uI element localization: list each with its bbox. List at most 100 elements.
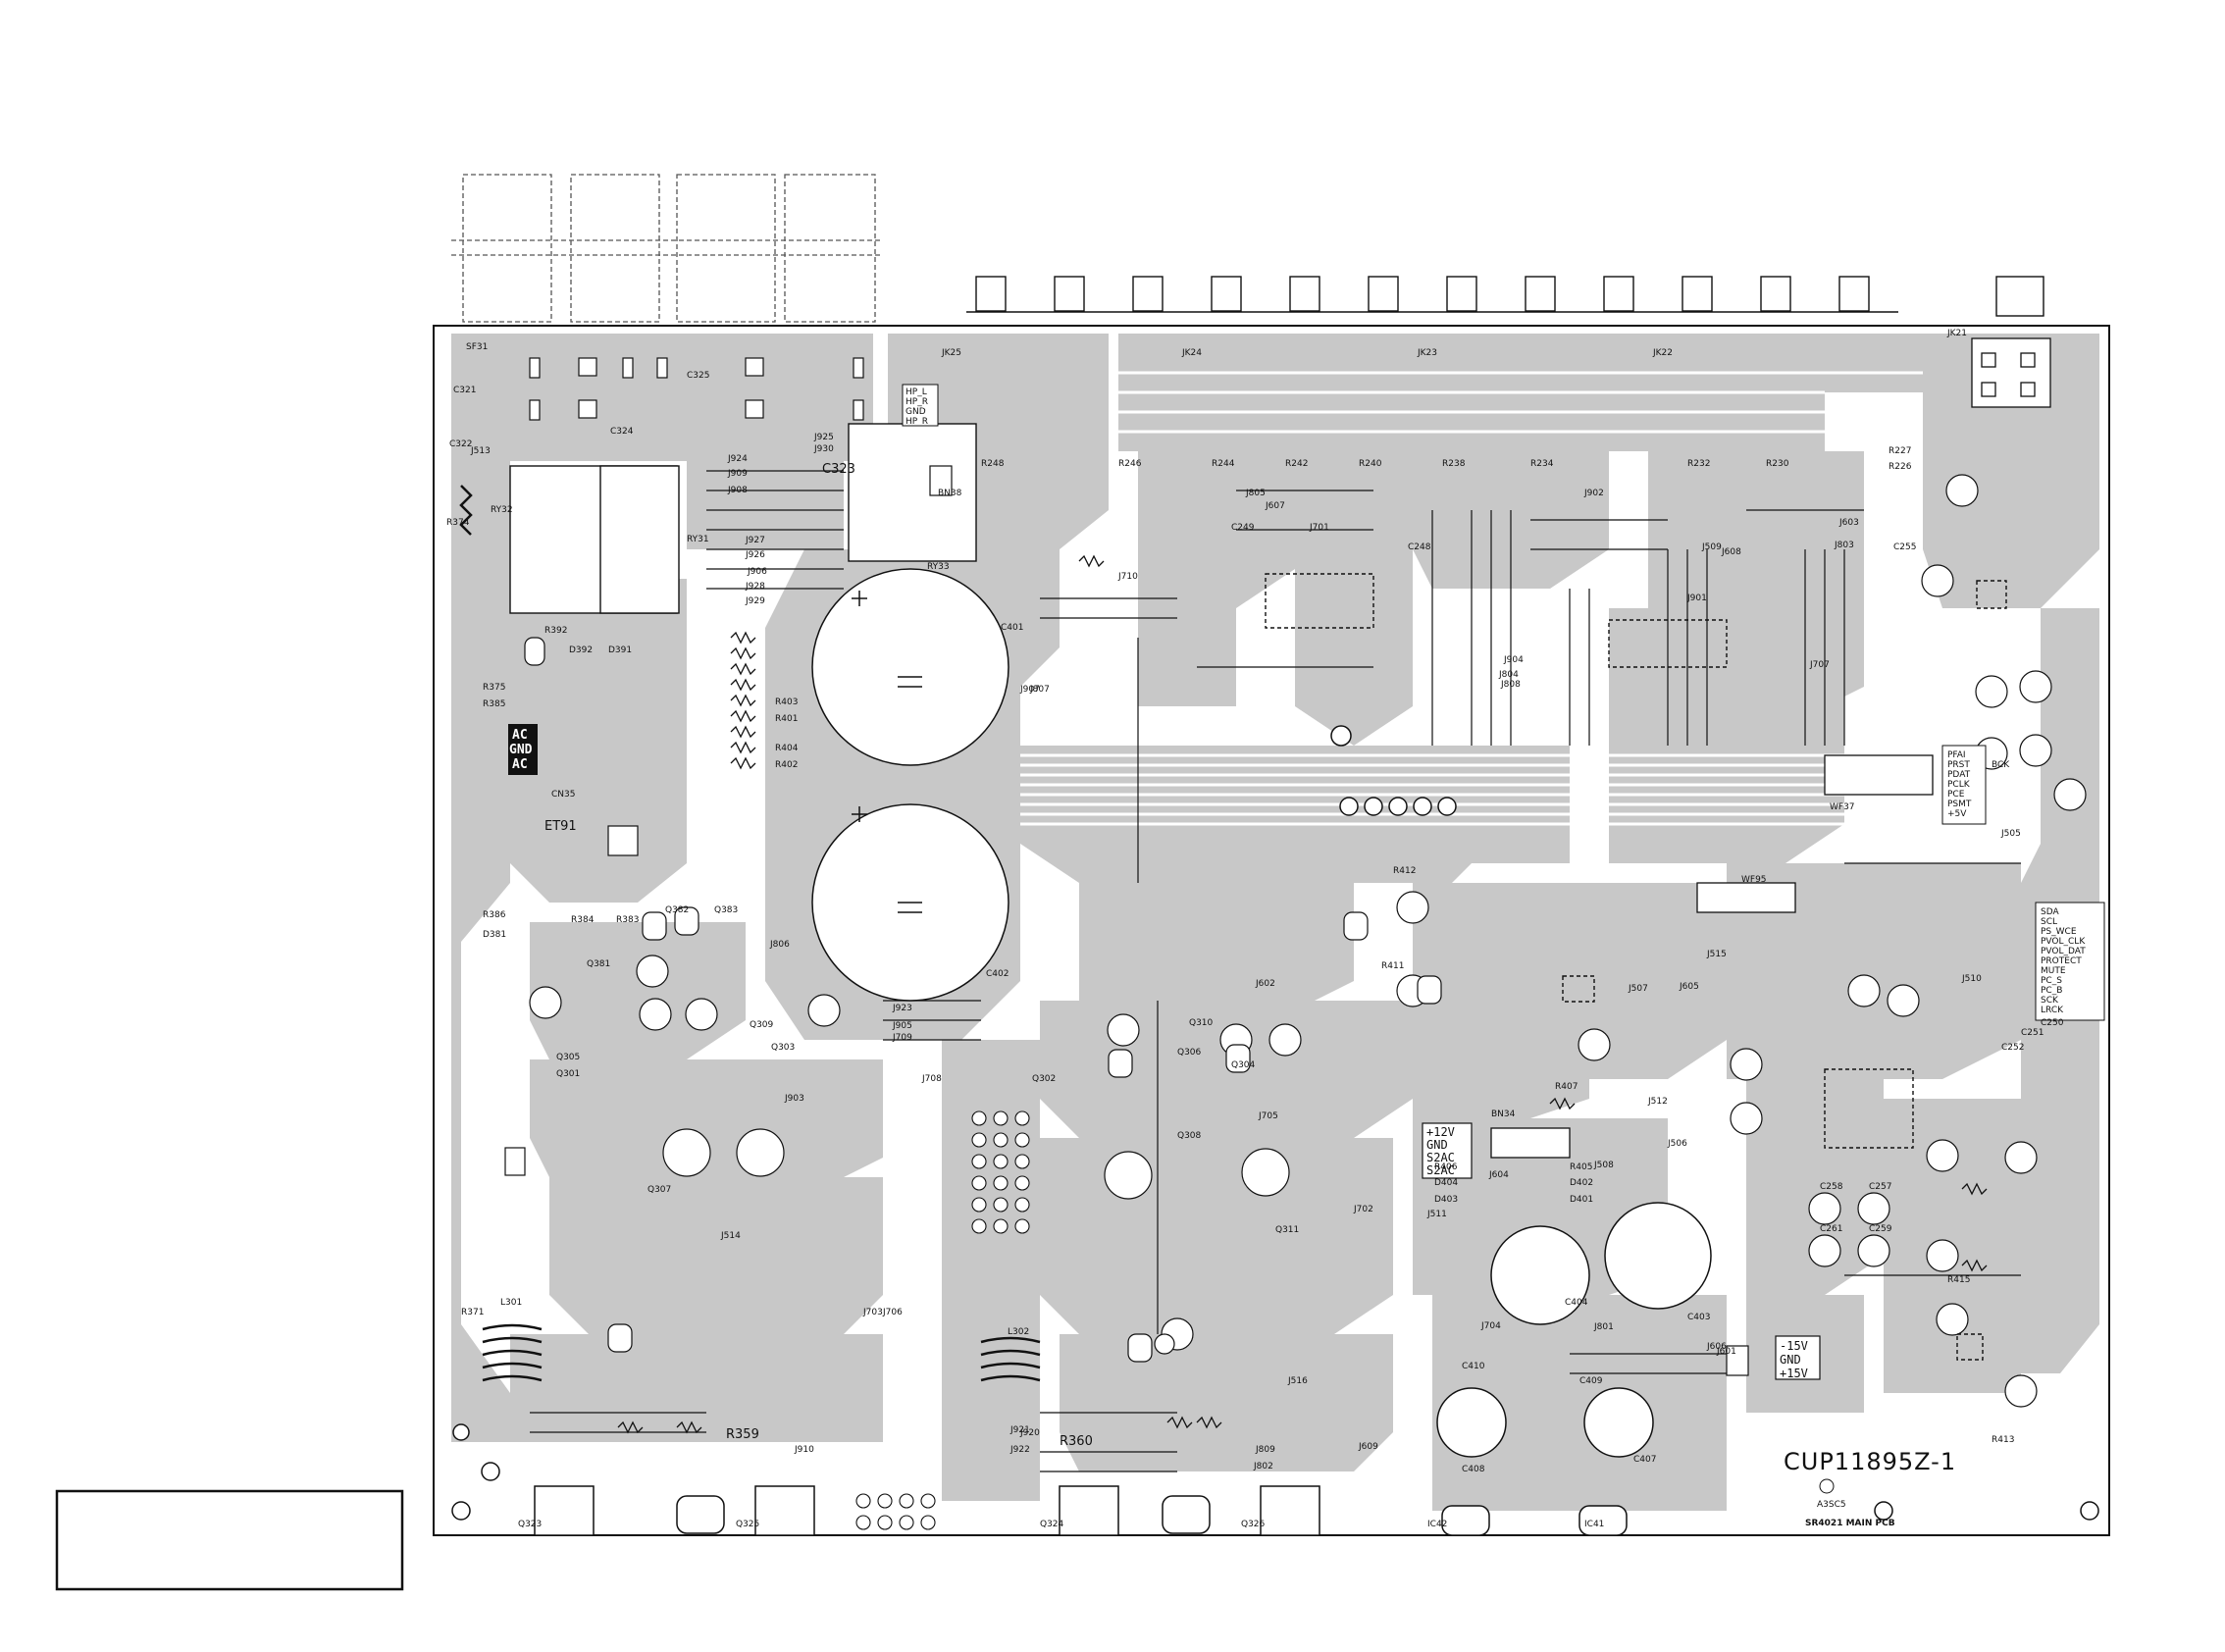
et91-label: ET91 — [544, 819, 577, 834]
j806-label: J806 — [769, 940, 790, 950]
q383-label: Q383 — [714, 905, 738, 915]
c407-label: C407 — [1633, 1455, 1656, 1465]
ry32-label: RY32 — [491, 505, 513, 515]
headphone-block: HP_L HP_R GND HP_R — [902, 384, 939, 427]
c323-label: C323 — [822, 462, 855, 477]
j602-label: J602 — [1255, 979, 1275, 989]
r234-label: R234 — [1530, 459, 1554, 469]
j927-label: J927 — [745, 536, 765, 545]
c409-label: C409 — [1579, 1376, 1603, 1386]
board-part-number: CUP11895Z-1 — [1784, 1448, 1956, 1475]
j902-label: J902 — [1583, 489, 1604, 498]
bn38-label: BN38 — [938, 489, 962, 498]
j605-label: J605 — [1679, 982, 1699, 992]
c261-label: C261 — [1820, 1224, 1842, 1234]
j512-label: J512 — [1647, 1097, 1668, 1107]
wf95-label: WF95 — [1741, 875, 1767, 885]
ic41-label: IC41 — [1584, 1520, 1604, 1529]
bus-pvol-dat: PVOL_DAT — [2041, 947, 2086, 956]
j603-label: J603 — [1838, 518, 1859, 528]
d401-label: D401 — [1570, 1195, 1593, 1205]
j607-label: J607 — [1265, 501, 1285, 511]
r371-label: R371 — [461, 1308, 484, 1317]
dc-gnd-label: GND — [1426, 1138, 1448, 1152]
c321-label: C321 — [453, 386, 476, 395]
ic42-label: IC42 — [1427, 1520, 1447, 1529]
l301-label: L301 — [500, 1298, 522, 1308]
q301-label: Q301 — [556, 1069, 580, 1079]
q303-label: Q303 — [771, 1043, 795, 1053]
c248-label: C248 — [1408, 542, 1431, 552]
j803-label: J803 — [1834, 541, 1854, 550]
recycle-mark-icon — [1819, 1478, 1835, 1494]
j604-label: J604 — [1488, 1170, 1509, 1180]
j702-label: J702 — [1353, 1205, 1373, 1214]
hp-l-label: HP_L — [906, 387, 927, 397]
hp-r-label: HP_R — [906, 397, 928, 407]
ry33-label: RY33 — [927, 562, 950, 572]
r246-label: R246 — [1118, 459, 1142, 469]
r405-label: R405 — [1570, 1162, 1592, 1172]
c251-label: C251 — [2021, 1028, 2044, 1038]
q311-label: Q311 — [1275, 1225, 1299, 1235]
j930-label: J930 — [813, 444, 834, 454]
q310-label: Q310 — [1189, 1018, 1214, 1028]
j922-label: J922 — [1009, 1445, 1030, 1455]
bus-pvol-clk: PVOL_CLK — [2041, 937, 2086, 947]
c404-label: C404 — [1565, 1298, 1588, 1308]
small-capacitors — [529, 474, 2087, 1408]
bus-sda: SDA — [2041, 907, 2059, 917]
board-code: A3SC5 — [1817, 1500, 1846, 1510]
c322-label: C322 — [449, 439, 472, 449]
bus-mute: MUTE — [2041, 966, 2066, 976]
jk22-label: JK22 — [1652, 348, 1673, 358]
j801-label: J801 — [1593, 1322, 1614, 1332]
q381-label: Q381 — [587, 959, 610, 969]
external-jack-housings — [451, 174, 883, 323]
r407-label: R407 — [1555, 1082, 1578, 1092]
power-out-block: -15V GND +15V — [1775, 1335, 1821, 1380]
ac-label-2: AC — [512, 757, 528, 772]
d403-label: D403 — [1434, 1195, 1458, 1205]
ac-input-block: AC GND AC — [508, 724, 538, 775]
q302-label: Q302 — [1032, 1074, 1056, 1084]
j507-label: J507 — [1628, 984, 1648, 994]
d391-label: D391 — [608, 645, 632, 655]
r383-label: R383 — [616, 915, 639, 925]
bus-protect: PROTECT — [2041, 956, 2082, 966]
hp-r2-label: HP_R — [906, 417, 928, 427]
j608-label: J608 — [1721, 547, 1741, 557]
r242-label: R242 — [1285, 459, 1308, 469]
transistors — [524, 637, 1442, 1363]
j515-label: J515 — [1706, 950, 1727, 959]
top-right-connector — [1971, 337, 2051, 408]
rca-jack-row — [966, 276, 2044, 317]
j509-label: J509 — [1701, 542, 1722, 552]
r411-label: R411 — [1381, 961, 1404, 971]
pad-grid — [855, 1110, 1030, 1530]
j926-label: J926 — [745, 550, 765, 560]
j906-label: J906 — [747, 567, 767, 577]
j905-label: J905 — [892, 1021, 912, 1031]
bus-5v: +5V — [1947, 809, 1967, 819]
c402-label: C402 — [986, 969, 1009, 979]
output-transistors — [534, 1485, 1628, 1536]
j909-label: J909 — [727, 469, 748, 479]
c403-label: C403 — [1687, 1313, 1710, 1322]
r413-label: R413 — [1992, 1435, 2014, 1445]
q305-label: Q305 — [556, 1053, 580, 1062]
q304-label: Q304 — [1231, 1060, 1256, 1070]
j910-label: J910 — [794, 1445, 814, 1455]
r359-label: R359 — [726, 1427, 759, 1442]
s2ac-label-2: S2AC — [1426, 1163, 1455, 1177]
j514-label: J514 — [720, 1231, 741, 1241]
j508-label: J508 — [1593, 1161, 1614, 1170]
jk25-label: JK25 — [941, 348, 961, 358]
bus-pce: PCE — [1947, 790, 1965, 800]
component-labels: C401 C402 C403 C404 C407 C408 C409 C410 … — [446, 371, 2064, 1529]
d404-label: D404 — [1434, 1178, 1458, 1188]
connector-labels: JK25 JK24 JK23 JK22 JK21 SF31 ET91 CN35 … — [466, 329, 1967, 1119]
r232-label: R232 — [1687, 459, 1710, 469]
c249-label: C249 — [1231, 523, 1255, 533]
plus-12v-label: +12V — [1426, 1125, 1455, 1139]
